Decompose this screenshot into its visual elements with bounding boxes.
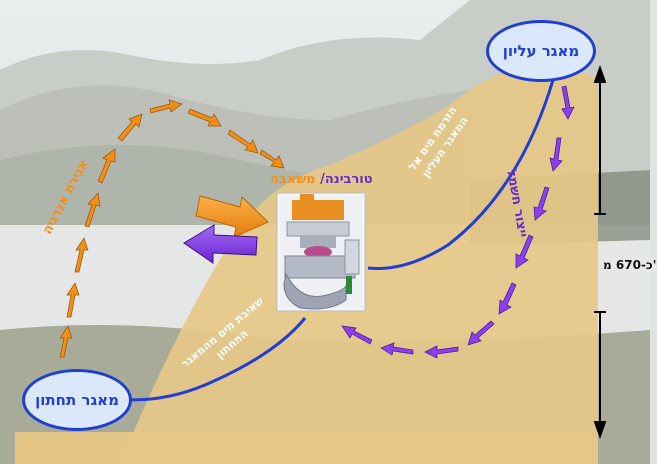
purple-arrow-1 bbox=[561, 85, 575, 120]
turbine-title-part1: טורבינה/ bbox=[320, 172, 373, 187]
orange-arrow-7 bbox=[149, 99, 183, 114]
turbine-pump-title: טורבינה/ משאבה bbox=[270, 172, 373, 187]
lower-reservoir-label: מאגר תחתון bbox=[22, 369, 132, 431]
orange-arrow-3 bbox=[74, 237, 89, 273]
upper-reservoir-label: מאגר עליון bbox=[486, 20, 596, 82]
purple-arrow-5 bbox=[498, 282, 517, 315]
energy-storage-arrows bbox=[59, 99, 285, 358]
pump-energy-in-arrow bbox=[195, 195, 269, 238]
purple-arrow-9 bbox=[341, 325, 373, 345]
orange-arrow-5 bbox=[97, 148, 116, 184]
purple-arrow-2 bbox=[549, 137, 563, 172]
height-difference-label: כ-670 מ' bbox=[602, 258, 657, 272]
ground-strip bbox=[15, 432, 598, 464]
orange-arrow-2 bbox=[66, 282, 80, 318]
purple-arrow-8 bbox=[380, 342, 414, 356]
turbine-pump-schematic bbox=[276, 192, 366, 312]
electricity-generation-arrows bbox=[341, 85, 575, 359]
height-scale bbox=[593, 65, 607, 439]
purple-arrow-3 bbox=[533, 186, 550, 221]
orange-arrow-6 bbox=[117, 113, 143, 142]
orange-arrow-4 bbox=[84, 192, 101, 228]
purple-arrow-7 bbox=[424, 345, 459, 359]
upper-water-pipe bbox=[367, 79, 555, 270]
orange-arrow-1 bbox=[59, 325, 73, 358]
orange-arrow-10 bbox=[259, 149, 285, 169]
generated-power-out-arrow bbox=[183, 224, 258, 264]
purple-arrow-6 bbox=[467, 320, 495, 346]
orange-arrow-9 bbox=[227, 129, 259, 154]
turbine-title-part2: משאבה bbox=[270, 172, 321, 187]
orange-arrow-8 bbox=[187, 108, 222, 127]
purple-arrow-4 bbox=[515, 234, 534, 269]
